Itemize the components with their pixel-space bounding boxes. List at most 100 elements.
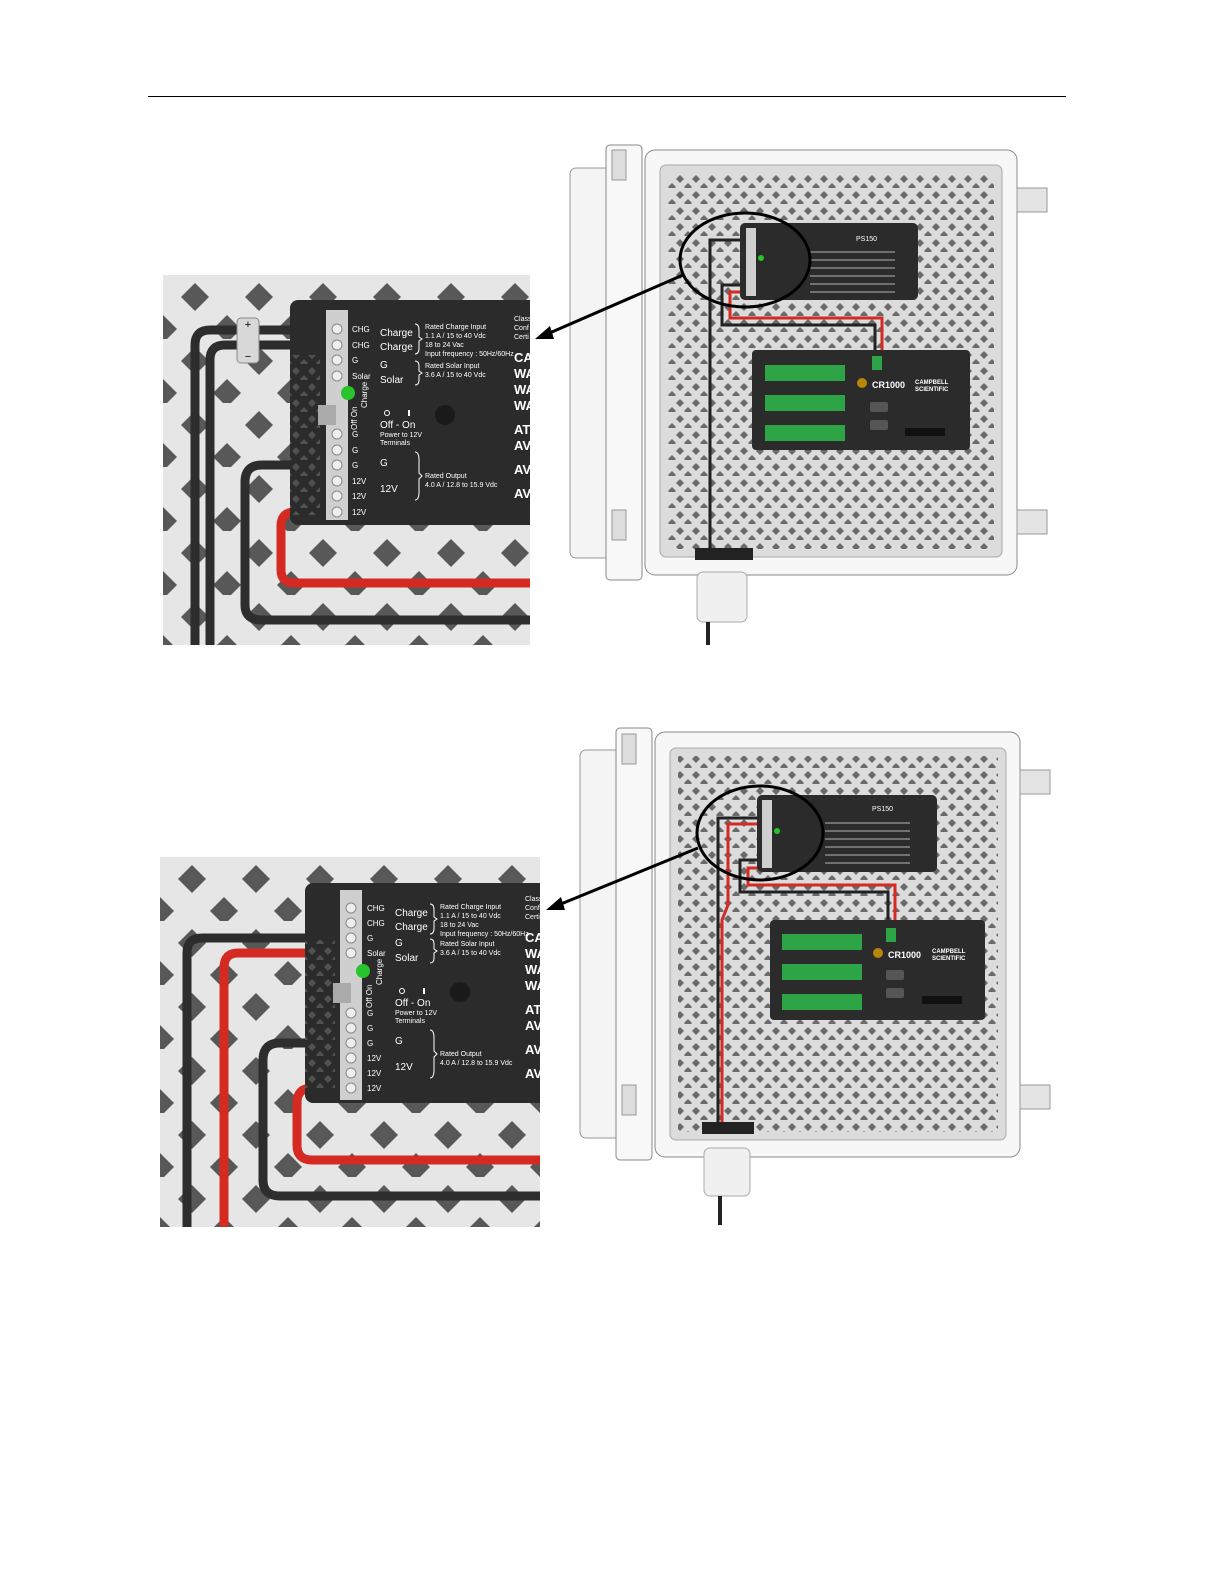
power-terminal (886, 928, 896, 942)
conduit-fitting (696, 571, 748, 623)
black-wire (720, 283, 877, 362)
callout-arrow (555, 846, 699, 908)
hole-icon (435, 405, 455, 425)
minus-sign: − (245, 351, 251, 363)
cr1000-model: CR1000 (872, 380, 905, 390)
offon-label: Off - On (395, 998, 430, 1009)
right-small-text: Class Conf Certi (514, 316, 533, 341)
black-wire (240, 460, 530, 625)
terminal-strip (765, 395, 845, 411)
terminal-strip (765, 425, 845, 441)
power-switch (333, 983, 351, 1003)
ps150-charger (740, 223, 918, 300)
ps150-device (305, 883, 540, 1103)
terminal-strip (782, 934, 862, 950)
rated-charge-text: Rated Charge Input 1.1 A / 15 to 40 Vdc … (425, 324, 514, 358)
power-to-12v-text: Power to 12V Terminals (395, 1010, 439, 1025)
hinge (611, 509, 627, 541)
right-small-text: Class Conf Certi (525, 896, 544, 921)
latch (1016, 509, 1048, 535)
12v-label: 12V (395, 1062, 413, 1073)
charge-led (356, 964, 370, 978)
terminal-screws (345, 902, 357, 1094)
rated-solar-text: Rated Solar Input 3.6 A / 15 to 40 Vdc (440, 941, 501, 957)
charge-vertical-label: Charge (375, 958, 384, 985)
arrow-head-icon (546, 897, 565, 910)
power-switch (318, 405, 336, 425)
offon-vertical-label: Off On (350, 407, 359, 430)
charge-label-1: Charge (380, 328, 413, 339)
charge-vertical-label: Charge (360, 381, 369, 408)
hinge (621, 733, 637, 765)
rated-output-text: Rated Output 4.0 A / 12.8 to 15.9 Vdc (425, 473, 498, 489)
g-label: G (380, 360, 388, 371)
terminal-strip (782, 994, 862, 1010)
callout-arrow (544, 273, 684, 337)
ps150-label-lines (810, 251, 895, 293)
latch (1019, 769, 1051, 795)
red-wire (746, 866, 897, 935)
serial-port (870, 402, 888, 412)
zoom-inset: CHG CHG G Solar G G G 12V 12V 12V Charge… (160, 857, 544, 1227)
black-wire (738, 858, 890, 935)
black-wire (190, 325, 335, 645)
enclosure: PS150 CR1000 CAMPBELL SCIENTIFIC (546, 727, 1051, 1225)
plus-sign: + (245, 319, 251, 331)
ps150-led (774, 828, 780, 834)
serial-port (886, 988, 904, 998)
terminal-labels: CHG CHG G Solar G G G 12V 12V 12V (352, 325, 373, 517)
door-edge (605, 144, 643, 581)
arrow-head-icon (535, 326, 554, 339)
charge-label-2: Charge (380, 342, 413, 353)
black-wire (258, 1038, 540, 1201)
header-rule (148, 96, 1066, 97)
cr1000-brand: CAMPBELL SCIENTIFIC (915, 380, 950, 393)
black-wire (182, 933, 348, 1227)
solar-label: Solar (380, 375, 404, 386)
terminal-screws (331, 323, 343, 518)
callout-circle (678, 211, 812, 309)
ps150-terminals (762, 800, 772, 868)
ps150-led (758, 255, 764, 261)
12v-label: 12V (380, 484, 398, 495)
g-out-label: G (395, 1036, 403, 1047)
black-wire (716, 816, 762, 1122)
red-wire (219, 948, 348, 1227)
ps150-label-lines (825, 822, 910, 864)
g-label: G (395, 938, 403, 949)
offon-label: Off - On (380, 420, 415, 431)
cr1000-model: CR1000 (888, 950, 921, 960)
label-panel: Charge Charge Rated Charge Input 1.1 A /… (380, 316, 538, 501)
door-edge (615, 727, 653, 1161)
cable-clamp (236, 317, 260, 364)
terminal-labels: CHG CHG G Solar G G G 12V 12V 12V (367, 904, 388, 1093)
charge-label-1: Charge (395, 908, 428, 919)
hinge (621, 1084, 637, 1116)
power-terminal (872, 356, 882, 370)
serial-port (870, 420, 888, 430)
ps150-terminals (746, 228, 756, 296)
terminal-block (326, 310, 348, 520)
offon-vertical-label: Off On (365, 985, 374, 1008)
g-out-label: G (380, 458, 388, 469)
right-big-text: CA WA WA WA AT AV AV AV (514, 350, 538, 501)
red-wire (720, 822, 762, 1122)
cr1000-brand: CAMPBELL SCIENTIFIC (932, 949, 967, 962)
terminal-strip (782, 964, 862, 980)
ps150-charger (757, 795, 937, 872)
peripheral-port (905, 428, 945, 436)
battery-icon (857, 378, 867, 388)
cable-gland (702, 1122, 754, 1134)
charge-label-2: Charge (395, 922, 428, 933)
cable-gland (695, 548, 753, 560)
red-wire (276, 507, 530, 588)
red-wire (728, 290, 884, 362)
rated-charge-text: Rated Charge Input 1.1 A / 15 to 40 Vdc … (440, 904, 529, 938)
figure-top: + − CHG CHG G Solar G G G 12V 12V 12V Ch… (0, 140, 1225, 660)
label-panel: Charge Charge Rated Charge Input 1.1 A /… (395, 896, 544, 1081)
solar-label: Solar (395, 953, 419, 964)
ps150-model: PS150 (872, 806, 893, 813)
vent-pattern (290, 355, 320, 515)
terminal-strip (765, 365, 845, 381)
figure-bottom: CHG CHG G Solar G G G 12V 12V 12V Charge… (0, 720, 1225, 1240)
